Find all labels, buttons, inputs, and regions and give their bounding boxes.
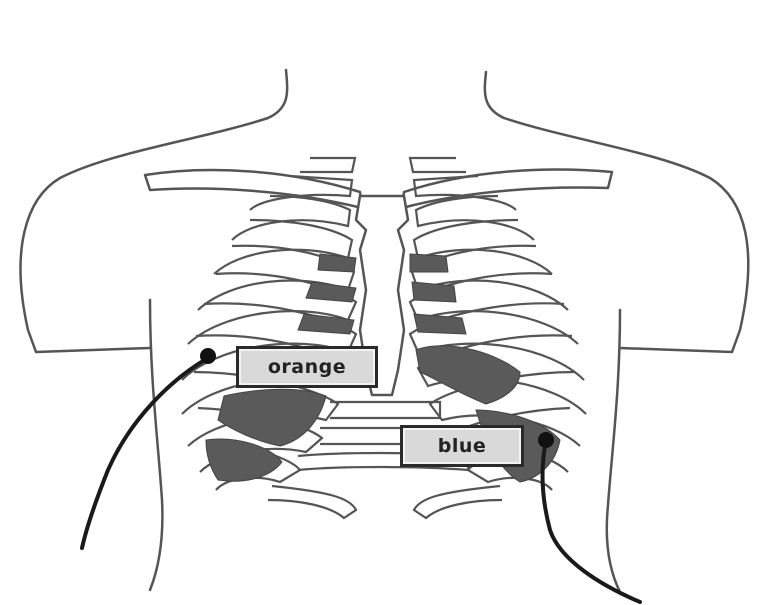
left-shoulder-outline [21, 118, 268, 352]
right-shoulder-outline [504, 118, 748, 352]
blue-label-text: blue [438, 435, 487, 457]
blue-electrode-label: blue [400, 425, 524, 467]
left-torso-outline [150, 300, 162, 590]
neck-left-outline [268, 70, 287, 118]
orange-lead-wire [82, 358, 208, 548]
blue-electrode-icon [538, 432, 554, 448]
orange-electrode-label: orange [236, 346, 378, 388]
orange-label-text: orange [268, 356, 346, 378]
orange-electrode-icon [200, 348, 216, 364]
right-torso-outline [607, 310, 620, 592]
neck-right-outline [485, 72, 504, 118]
